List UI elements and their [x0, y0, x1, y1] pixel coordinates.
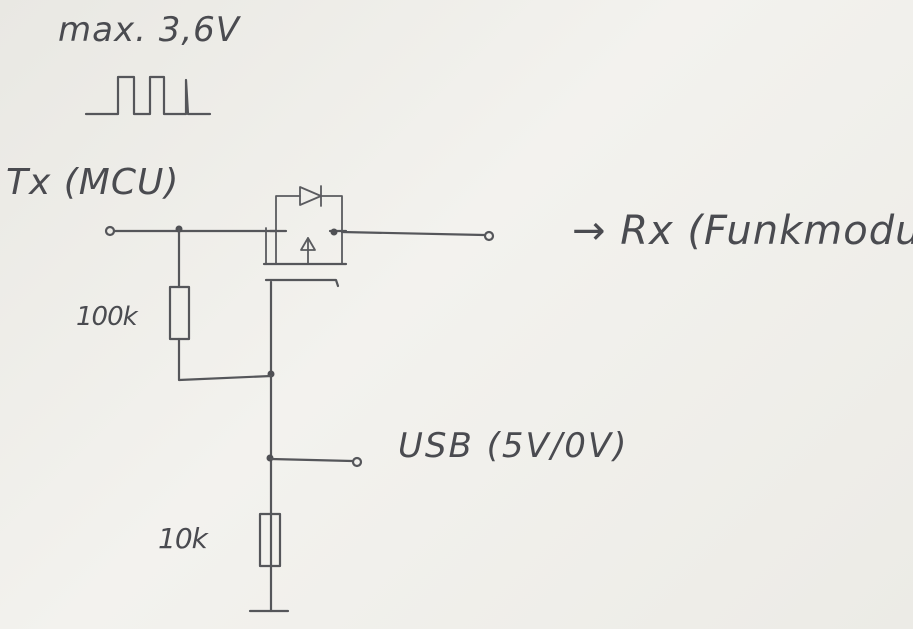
usb-line: [269, 457, 354, 463]
resistor-100k-return: [177, 337, 273, 382]
square-wave-symbol: [84, 75, 212, 116]
resistor-10k: [258, 512, 282, 568]
junction-rx: [330, 228, 338, 236]
rx-line: [340, 230, 486, 237]
resistor-100k: [168, 285, 191, 341]
max-voltage-label: max. 3,6V: [58, 10, 241, 50]
output-arrow: →: [572, 208, 607, 254]
resistor-10k-label: 10k: [158, 522, 208, 555]
rx-label: → Rx (Funkmodul): [572, 208, 913, 254]
tx-label: Tx (MCU): [6, 162, 180, 203]
rx-terminal: [483, 230, 495, 242]
usb-label: USB (5V/0V): [398, 426, 629, 466]
mosfet-symbol: [262, 185, 348, 288]
rx-label-text: Rx (Funkmodul): [620, 208, 913, 254]
resistor-100k-label: 100k: [76, 302, 138, 332]
tx-terminal: [104, 225, 116, 237]
usb-terminal: [351, 456, 363, 468]
